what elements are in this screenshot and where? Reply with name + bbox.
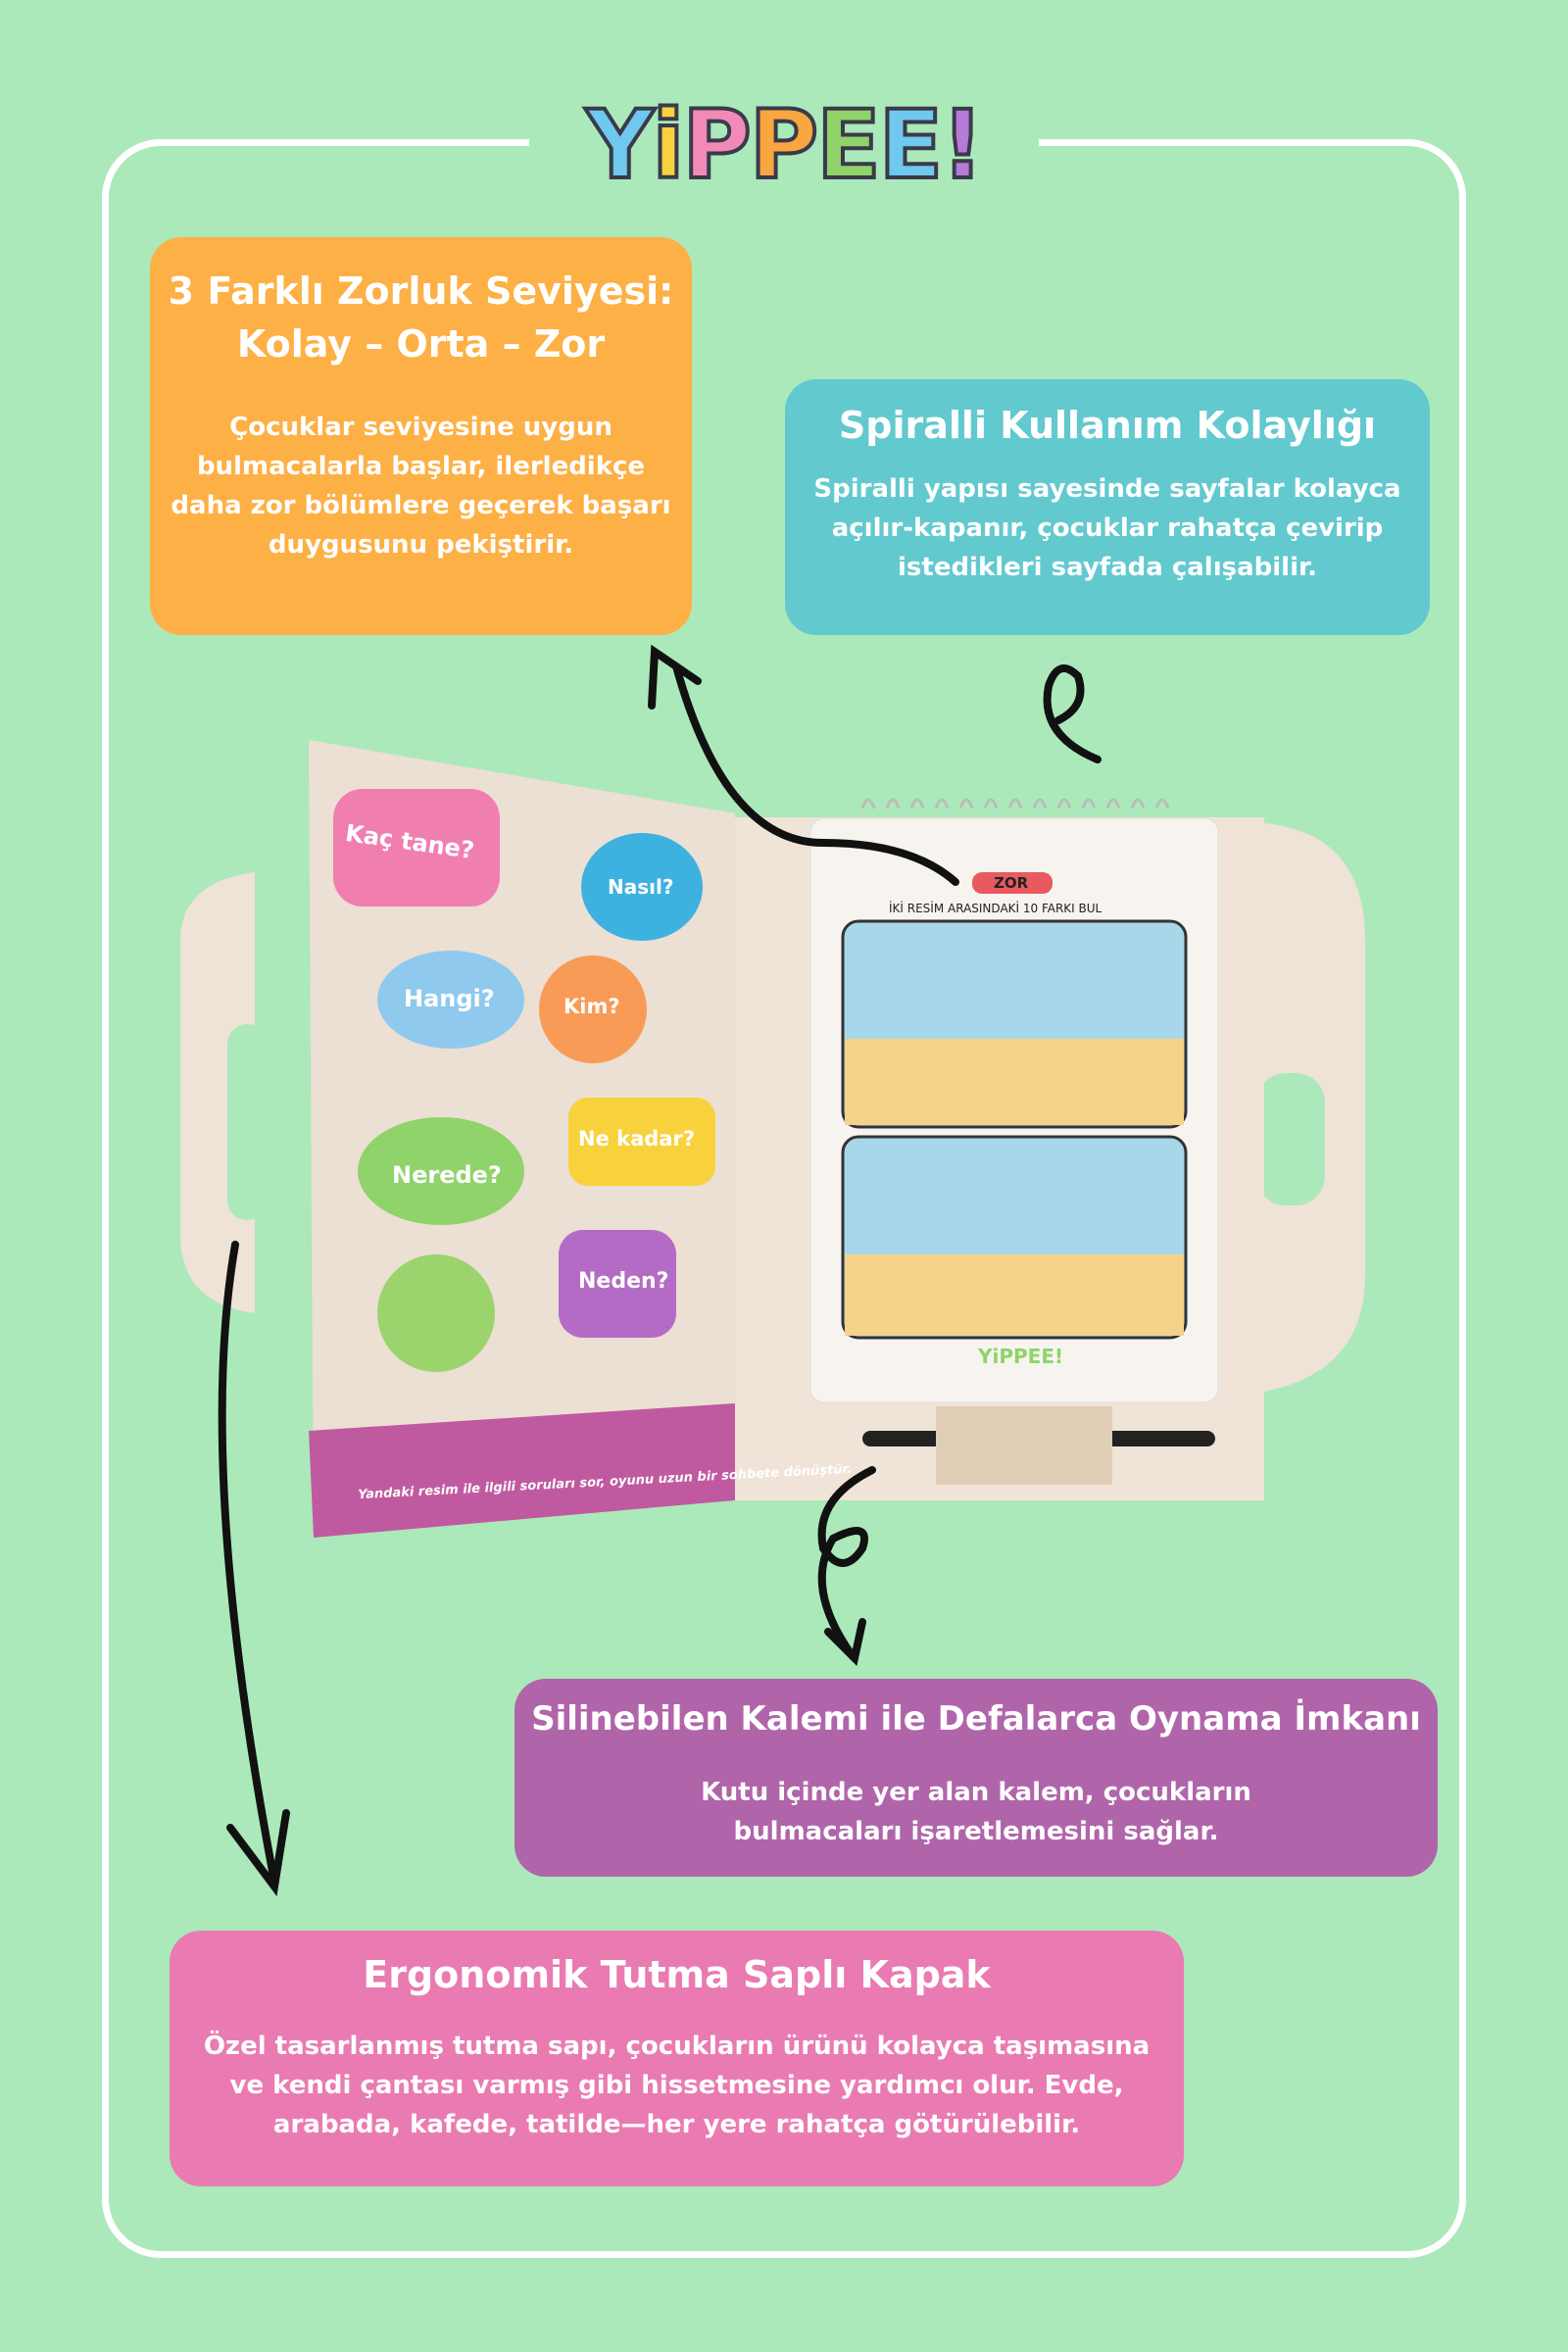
bubble-text: Nerede?	[392, 1161, 502, 1189]
feature-body: Çocuklar seviyesine uygun bulmacalarla b…	[171, 413, 671, 560]
logo-letter: !	[939, 88, 986, 202]
logo-letter: E	[814, 88, 883, 202]
feature-title: Silinebilen Kalemi ile Defalarca Oynama …	[531, 1699, 1421, 1739]
logo-letter: E	[877, 88, 946, 202]
arrowhead	[648, 644, 702, 710]
arrow-to-pen	[817, 1466, 876, 1660]
feature-body: Spiralli yapısı sayesinde sayfalar kolay…	[813, 474, 1401, 582]
bubbles	[333, 789, 715, 1372]
bubble-text: Nasıl?	[608, 875, 674, 899]
feature-handle-cover: Ergonomik Tutma Saplı Kapak Özel tasarla…	[170, 1931, 1184, 2186]
feature-spiral: Spiralli Kullanım Kolaylığı Spiralli yap…	[785, 379, 1430, 635]
feature-erasable-pen: Silinebilen Kalemi ile Defalarca Oynama …	[514, 1679, 1438, 1877]
feature-title: Spiralli Kullanım Kolaylığı	[838, 404, 1377, 447]
feature-title: Kolay – Orta – Zor	[236, 322, 606, 366]
feature-body: Özel tasarlanmış tutma sapı, çocukların …	[203, 2032, 1151, 2139]
notepad	[809, 817, 1219, 1485]
logo-letter: Y	[584, 88, 656, 202]
logo-letter: i	[650, 88, 686, 202]
spiral	[860, 798, 1170, 809]
logo-letter: P	[748, 88, 820, 202]
bubble-text: Hangi?	[404, 985, 495, 1012]
feature-title: 3 Farklı Zorluk Seviyesi:	[168, 270, 674, 313]
arrow-to-difficulty	[672, 662, 959, 886]
arrow-to-spiral	[1043, 664, 1102, 763]
arrowhead	[226, 1809, 290, 1896]
arrows	[218, 644, 1102, 1896]
logo-letter: P	[680, 88, 753, 202]
arrowhead	[824, 1618, 866, 1667]
feature-title: Ergonomik Tutma Saplı Kapak	[363, 1953, 991, 1996]
level-badge: ZOR	[994, 874, 1029, 892]
instruction-text: İKİ RESİM ARASINDAKİ 10 FARKI BUL	[889, 902, 1102, 915]
arrow-to-handle	[218, 1241, 278, 1886]
frame-gap	[529, 127, 1039, 157]
feature-difficulty-levels: 3 Farklı Zorluk Seviyesi: Kolay – Orta –…	[150, 237, 692, 635]
bubble-text: Kim?	[564, 995, 620, 1018]
bubble-text: Ne kadar?	[578, 1127, 696, 1151]
yippee-logo: YiPPEE!	[568, 86, 1000, 204]
feature-body: Kutu içinde yer alan kalem, çocukların b…	[701, 1778, 1251, 1846]
bubble-text: Neden?	[578, 1269, 669, 1294]
pad-logo: YiPPEE!	[978, 1345, 1064, 1368]
